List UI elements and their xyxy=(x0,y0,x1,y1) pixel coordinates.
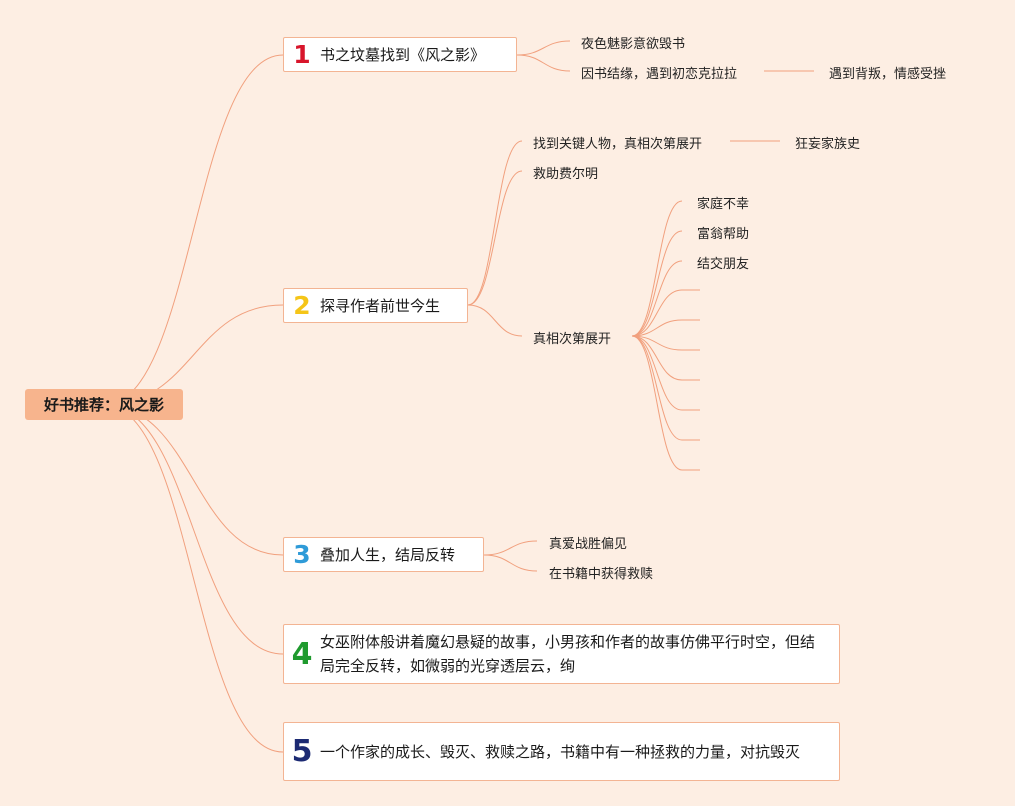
branch-5-label: 一个作家的成长、毁灭、救赎之路，书籍中有一种拯救的力量，对抗毁灭 xyxy=(320,742,801,761)
leaf-2-3-2[interactable]: 富翁帮助 xyxy=(697,227,750,242)
link-2-3-1 xyxy=(631,200,683,337)
root-link-1 xyxy=(103,54,284,406)
leaf-2-3-1[interactable]: 家庭不幸 xyxy=(697,197,750,212)
link-2-3-4 xyxy=(631,289,683,337)
number-2-icon: 2 xyxy=(293,291,311,320)
leaf-3-2[interactable]: 在书籍中获得救赎 xyxy=(549,567,654,582)
link-2-3-2 xyxy=(631,230,683,337)
leaf-3-1[interactable]: 真爱战胜偏见 xyxy=(549,537,628,552)
link-2-3-3 xyxy=(631,260,683,337)
link-3-1 xyxy=(483,540,538,556)
leaf-2-3-3[interactable]: 结交朋友 xyxy=(697,257,750,272)
branch-1-label: 书之坟墓找到《风之影》 xyxy=(320,46,486,64)
leaf-1-1[interactable]: 夜色魅影意欲毁书 xyxy=(581,37,686,52)
branch-5-node[interactable]: 5 一个作家的成长、毁灭、救赎之路，书籍中有一种拯救的力量，对抗毁灭 xyxy=(283,722,840,781)
link-3-2 xyxy=(483,554,538,572)
leaf-1-2[interactable]: 因书结缘，遇到初恋克拉拉 xyxy=(581,67,738,82)
leaf-2-3[interactable]: 真相次第展开 xyxy=(533,332,612,347)
root-label: 好书推荐：风之影 xyxy=(43,396,164,414)
link-2-3-10 xyxy=(631,335,683,471)
root-node[interactable]: 好书推荐：风之影 xyxy=(25,389,183,420)
root-link-3 xyxy=(103,404,284,556)
link-2-3-8 xyxy=(631,335,683,411)
branch-4-label: 女巫附体般讲着魔幻悬疑的故事，小男孩和作者的故事仿佛平行时空，但结局完全反转，如… xyxy=(320,633,816,675)
link-2-2 xyxy=(467,170,523,306)
branch-2-node[interactable]: 2 探寻作者前世今生 xyxy=(283,288,468,323)
branch-2-label: 探寻作者前世今生 xyxy=(320,297,441,315)
link-1-2 xyxy=(516,54,571,72)
leaf-2-1-1[interactable]: 狂妄家族史 xyxy=(795,137,861,152)
branch-3-node[interactable]: 3 叠加人生，结局反转 xyxy=(283,537,484,572)
link-2-3-9 xyxy=(631,335,683,441)
number-5-icon: 5 xyxy=(291,734,313,769)
number-1-icon: 1 xyxy=(293,40,311,69)
link-2-3-7 xyxy=(631,335,683,381)
link-1-1 xyxy=(516,40,571,56)
link-2-1 xyxy=(467,140,523,306)
leaf-1-2-1[interactable]: 遇到背叛，情感受挫 xyxy=(829,67,947,82)
number-3-icon: 3 xyxy=(293,540,311,569)
branch-1-node[interactable]: 1 书之坟墓找到《风之影》 xyxy=(283,37,517,72)
root-link-5 xyxy=(103,404,284,753)
branch-3-label: 叠加人生，结局反转 xyxy=(320,546,456,564)
branch-4-node[interactable]: 4 女巫附体般讲着魔幻悬疑的故事，小男孩和作者的故事仿佛平行时空，但结局完全反转… xyxy=(283,624,840,684)
leaf-2-1[interactable]: 找到关键人物，真相次第展开 xyxy=(533,137,703,152)
link-2-3-5 xyxy=(631,319,683,337)
leaf-2-2[interactable]: 救助费尔明 xyxy=(533,167,599,182)
root-link-4 xyxy=(103,404,284,655)
number-4-icon: 4 xyxy=(291,636,313,672)
link-2-3 xyxy=(467,304,523,337)
